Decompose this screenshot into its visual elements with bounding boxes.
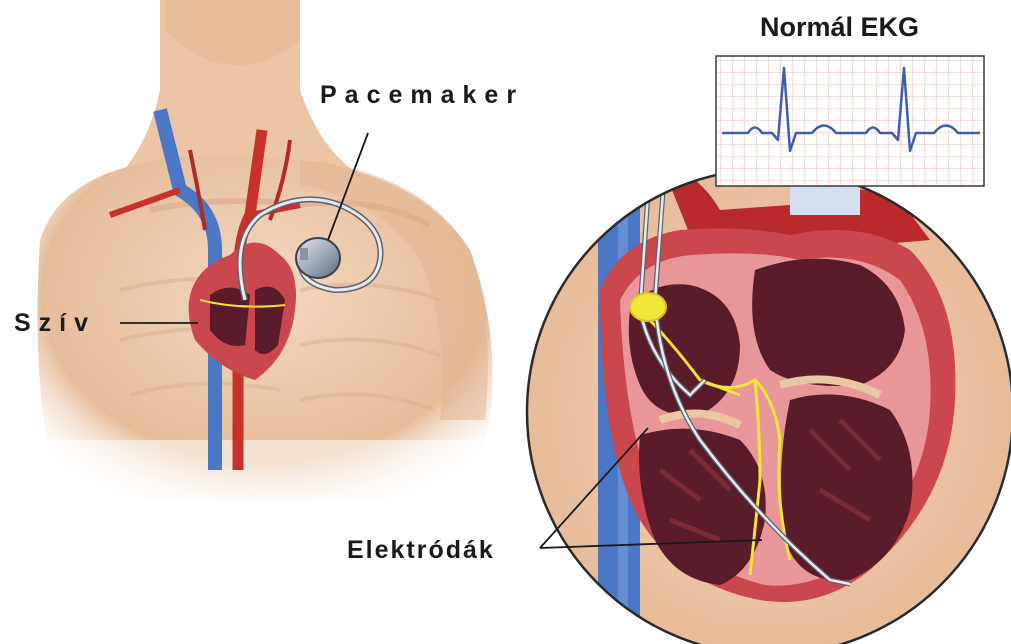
sinus-node-icon xyxy=(630,293,666,321)
pacemaker-label: Pacemaker xyxy=(320,81,524,109)
ekg-title: Normál EKG xyxy=(760,12,919,42)
electrodes-label: Elektródák xyxy=(347,536,495,564)
pacemaker-device-icon xyxy=(296,238,340,278)
ekg-panel xyxy=(716,56,984,186)
heart-closeup xyxy=(527,160,1011,644)
heart-label: Szív xyxy=(14,309,96,337)
